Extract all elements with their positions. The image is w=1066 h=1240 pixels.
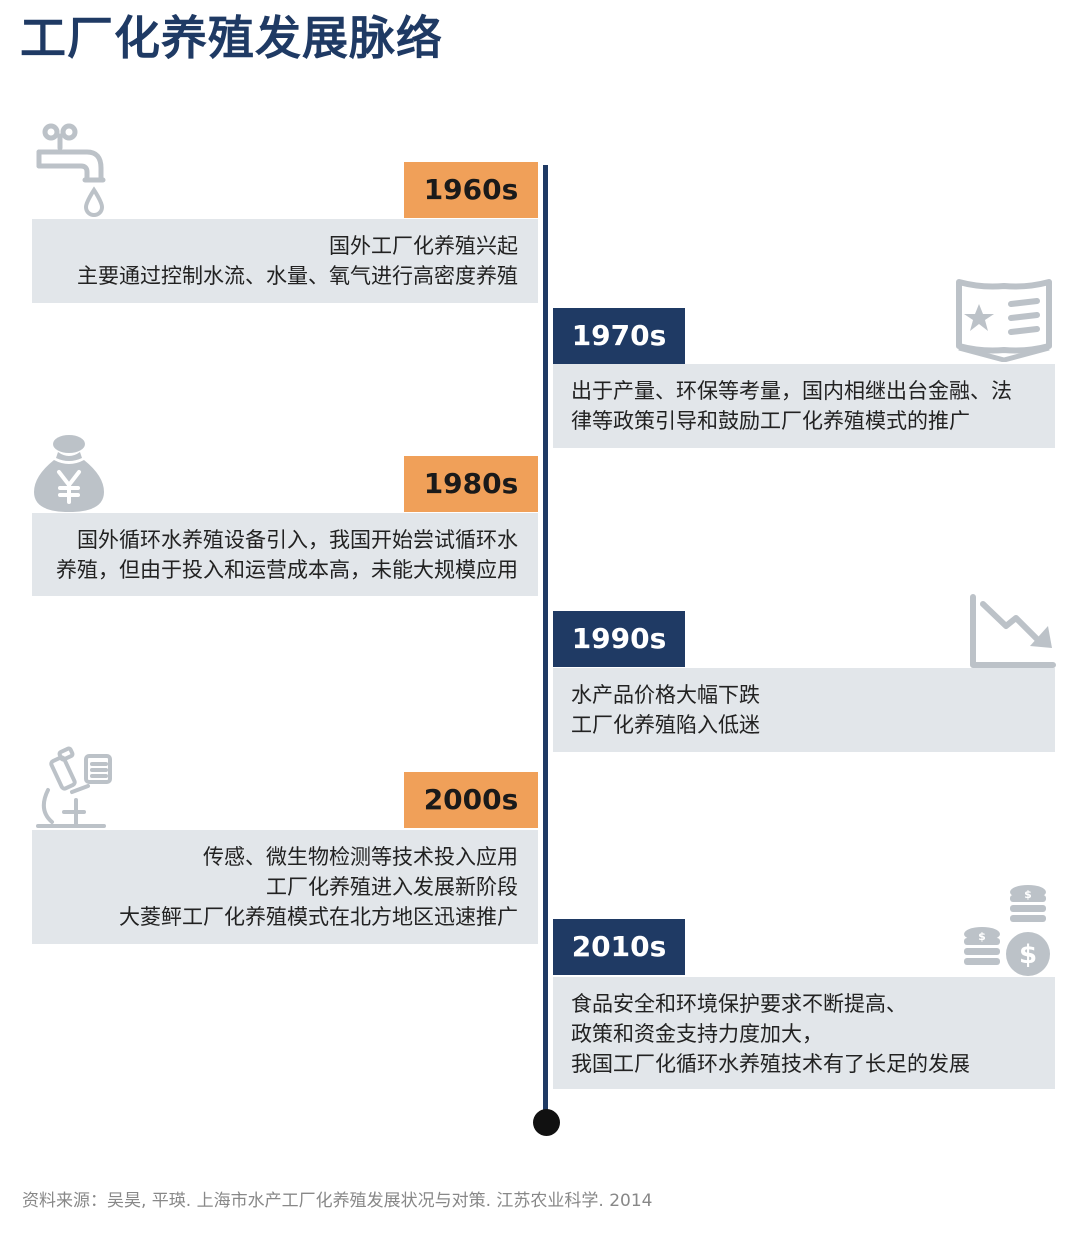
policy-book-icon: [956, 279, 1052, 362]
timeline-box-1970s: 出于产量、环保等考量，国内相继出台金融、法 律等政策引导和鼓励工厂化养殖模式的推…: [553, 364, 1055, 448]
timeline-box-2010s: 食品安全和环境保护要求不断提高、 政策和资金支持力度加大， 我国工厂化循环水养殖…: [553, 977, 1055, 1089]
faucet-icon: [36, 123, 106, 218]
event-text: 国外循环水养殖设备引入，我国开始尝试循环水: [77, 528, 518, 552]
coins-icon: $ $ $: [964, 885, 1050, 976]
year-tag-2010s: 2010s: [553, 919, 685, 975]
timeline-axis: [543, 165, 548, 1120]
year-tag-1990s: 1990s: [553, 611, 685, 667]
timeline-box-1960s: 国外工厂化养殖兴起 主要通过控制水流、水量、氧气进行高密度养殖: [32, 219, 538, 303]
event-text: 水产品价格大幅下跌: [571, 683, 760, 707]
event-text: 传感、微生物检测等技术投入应用: [203, 845, 518, 869]
year-tag-1970s: 1970s: [553, 308, 685, 364]
svg-text:$: $: [1019, 940, 1037, 970]
event-text: 国外工厂化养殖兴起: [329, 234, 518, 258]
source-note: 资料来源：吴昊, 平瑛. 上海市水产工厂化养殖发展状况与对策. 江苏农业科学. …: [22, 1191, 653, 1211]
timeline-box-2000s: 传感、微生物检测等技术投入应用 工厂化养殖进入发展新阶段 大菱鲆工厂化养殖模式在…: [32, 830, 538, 944]
timeline-box-1990s: 水产品价格大幅下跌 工厂化养殖陷入低迷: [553, 668, 1055, 752]
event-text: 主要通过控制水流、水量、氧气进行高密度养殖: [77, 264, 518, 288]
event-text: 大菱鲆工厂化养殖模式在北方地区迅速推广: [119, 905, 518, 929]
page-title: 工厂化养殖发展脉络: [20, 11, 443, 65]
timeline-end-dot: [533, 1109, 560, 1136]
event-text: 政策和资金支持力度加大，: [571, 1022, 823, 1046]
svg-text:$: $: [1024, 888, 1032, 901]
microscope-icon: [36, 746, 112, 828]
declining-chart-icon: [970, 594, 1056, 668]
event-text: 律等政策引导和鼓励工厂化养殖模式的推广: [571, 409, 970, 433]
year-tag-2000s: 2000s: [404, 772, 538, 828]
timeline-box-1980s: 国外循环水养殖设备引入，我国开始尝试循环水 养殖，但由于投入和运营成本高，未能大…: [32, 513, 538, 596]
event-text: 工厂化养殖进入发展新阶段: [266, 875, 518, 899]
year-tag-1980s: 1980s: [404, 456, 538, 512]
event-text: 工厂化养殖陷入低迷: [571, 713, 760, 737]
money-bag-icon: [34, 435, 104, 512]
event-text: 出于产量、环保等考量，国内相继出台金融、法: [571, 379, 1012, 403]
event-text: 食品安全和环境保护要求不断提高、: [571, 992, 907, 1016]
event-text: 我国工厂化循环水养殖技术有了长足的发展: [571, 1052, 970, 1076]
svg-text:$: $: [978, 930, 986, 943]
year-tag-1960s: 1960s: [404, 162, 538, 218]
event-text: 养殖，但由于投入和运营成本高，未能大规模应用: [56, 558, 518, 582]
